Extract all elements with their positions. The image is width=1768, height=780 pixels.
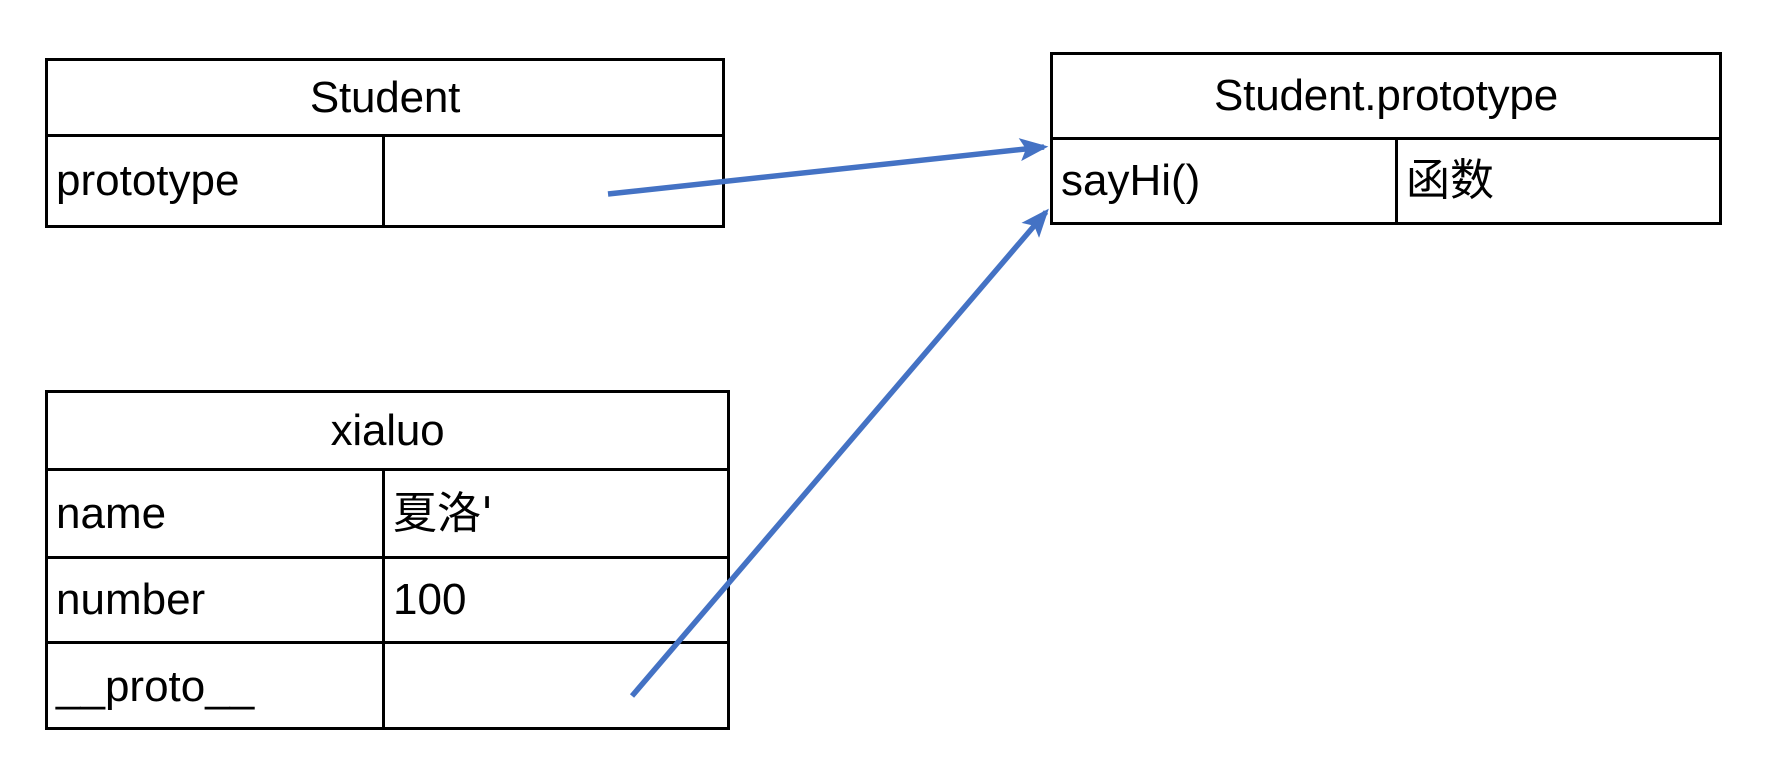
table-student-row-0-key: prototype <box>48 137 385 225</box>
table-row: name 夏洛' <box>48 471 727 556</box>
table-xialuo-header: xialuo <box>48 393 727 471</box>
table-student-prototype-row-0-key: sayHi() <box>1053 140 1398 222</box>
table-student-row-0-value <box>385 137 722 225</box>
table-student-header: Student <box>48 61 722 137</box>
table-student-prototype: Student.prototype sayHi() 函数 <box>1050 52 1722 225</box>
table-xialuo-row-2-key: __proto__ <box>48 644 385 729</box>
table-xialuo-row-1-value: 100 <box>393 575 467 624</box>
table-student-prototype-header: Student.prototype <box>1053 55 1719 140</box>
table-xialuo: xialuo name 夏洛' number 100 __proto__ <box>45 390 730 730</box>
table-xialuo-row-2-value <box>385 644 727 729</box>
table-row: sayHi() 函数 <box>1053 140 1719 222</box>
table-row: number 100 <box>48 556 727 641</box>
table-xialuo-row-0-value: 夏洛' <box>393 487 494 539</box>
table-row: prototype <box>48 137 722 225</box>
table-xialuo-row-0-key: name <box>48 471 385 556</box>
table-student-prototype-row-0-value: 函数 <box>1406 155 1494 206</box>
table-row: __proto__ <box>48 641 727 729</box>
table-xialuo-row-1-key: number <box>48 559 385 641</box>
table-student: Student prototype <box>45 58 725 228</box>
